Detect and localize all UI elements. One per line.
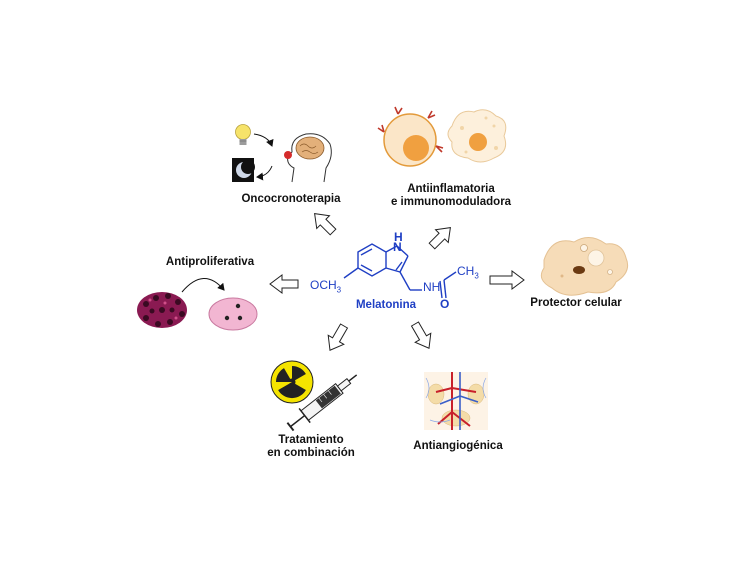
cycle-arrows-icon	[253, 133, 274, 181]
atom-och-sub: 3	[336, 285, 342, 295]
label-antiproliferativa: Antiproliferativa	[166, 256, 255, 268]
inflamed-cell-icon	[447, 109, 507, 163]
protected-cell-icon	[540, 237, 629, 296]
arrow-up-right	[428, 227, 451, 250]
atom-amide-nh: NH	[423, 280, 440, 294]
label-protector: Protector celular	[530, 297, 622, 309]
label-antiangiogenica: Antiangiogénica	[413, 440, 503, 452]
cancer-cell-icon	[137, 292, 187, 328]
syringe-icon	[286, 374, 358, 432]
atom-o-text: O	[440, 297, 450, 311]
transition-arrow-icon	[181, 278, 225, 293]
brain-head-icon	[284, 133, 332, 183]
label-tratamiento-2: en combinación	[267, 447, 355, 459]
label-antiinflamatoria-1: Antiinflamatoria	[407, 183, 495, 195]
atom-n-ring: N	[393, 240, 402, 254]
atom-h: H	[394, 230, 403, 244]
healthy-cell-icon	[208, 297, 258, 331]
molecule-label: Melatonina	[356, 299, 417, 311]
melatonin-structure	[343, 243, 457, 299]
radiation-icon	[270, 360, 314, 404]
atom-och-text: OCH	[310, 278, 337, 292]
atom-ch3-text: CH	[457, 264, 475, 278]
moon-icon	[232, 158, 255, 182]
atom-ch3-sub: 3	[474, 271, 479, 281]
immune-cell-icon	[377, 106, 444, 167]
arrow-down-left	[327, 323, 349, 351]
label-tratamiento-1: Tratamiento	[278, 434, 343, 446]
label-antiinflamatoria-2: e immunomoduladora	[391, 196, 512, 208]
label-oncocronoterapia: Oncocronoterapia	[241, 193, 341, 205]
arrow-up-left	[314, 213, 337, 236]
arrow-left	[269, 274, 299, 294]
atom-amide-nh-text: NH	[423, 280, 441, 294]
atom-ch3: CH3	[457, 264, 479, 280]
arrow-down-right	[410, 321, 432, 349]
blood-vessels-icon	[424, 372, 488, 430]
arrow-right	[489, 270, 525, 290]
atom-och3: OCH3	[310, 278, 341, 294]
atom-o: O	[440, 297, 449, 311]
lightbulb-icon	[235, 124, 251, 145]
